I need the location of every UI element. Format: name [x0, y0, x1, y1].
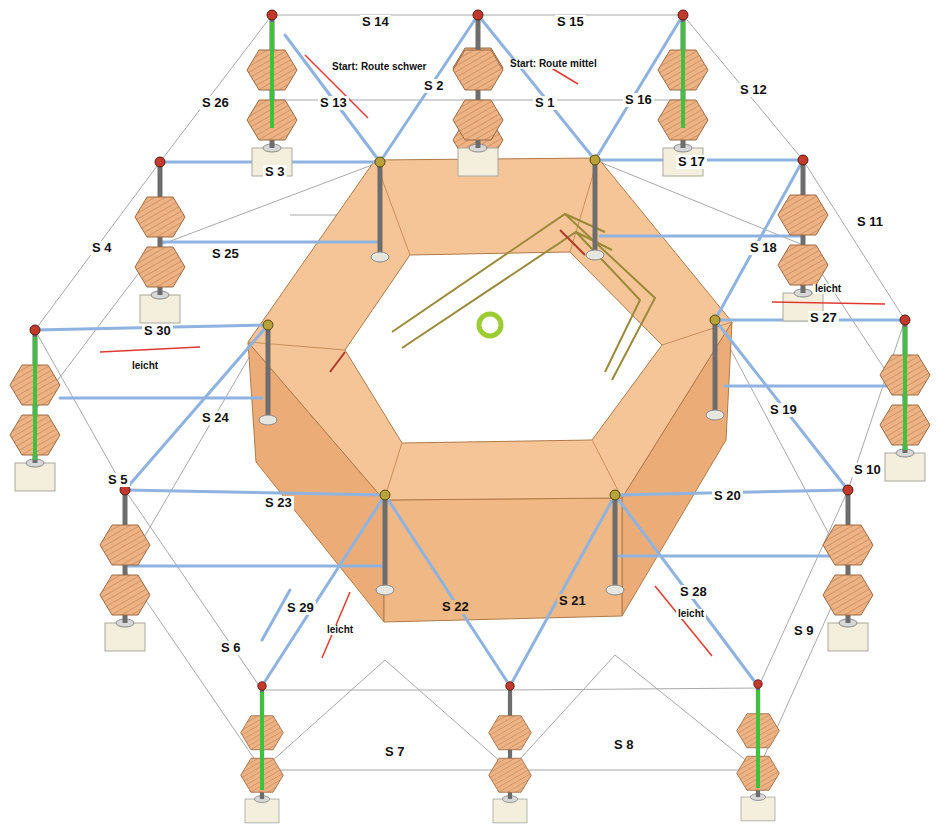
section-number: S 12 [738, 83, 769, 97]
section-number: S 5 [106, 473, 130, 487]
section-number: S 15 [555, 15, 586, 29]
section-number: S 1 [533, 96, 557, 110]
section-number: S 26 [200, 96, 231, 110]
difficulty-note: leicht [325, 625, 355, 636]
section-number: S 13 [318, 96, 349, 110]
section-number: S 28 [678, 585, 709, 599]
outer-poles [10, 10, 930, 823]
section-number: S 24 [200, 411, 231, 425]
section-number: S 6 [219, 641, 243, 655]
section-number: S 22 [440, 600, 471, 614]
section-number: S 11 [855, 215, 885, 229]
section-number: S 27 [808, 311, 839, 325]
section-number: S 18 [748, 241, 779, 255]
section-number: S 25 [210, 247, 241, 261]
section-number: S 30 [142, 324, 173, 338]
section-number: S 17 [676, 155, 707, 169]
route-start-note: Start: Route schwer [330, 62, 428, 73]
section-number: S 21 [557, 594, 588, 608]
section-number: S 2 [422, 79, 446, 93]
section-number: S 23 [263, 496, 294, 510]
route-arrows [100, 55, 885, 658]
difficulty-note: leicht [813, 284, 843, 295]
section-number: S 8 [612, 738, 636, 752]
section-number: S 29 [285, 601, 316, 615]
route-start-note: Start: Route mittel [508, 59, 599, 70]
center-ring [479, 314, 501, 336]
section-number: S 20 [712, 489, 743, 503]
section-number: S 4 [90, 241, 114, 255]
section-number: S 19 [768, 403, 799, 417]
section-number: S 7 [383, 745, 407, 759]
section-number: S 10 [852, 463, 883, 477]
difficulty-note: leicht [130, 361, 160, 372]
difficulty-note: leicht [676, 609, 706, 620]
route-markers [35, 22, 905, 790]
section-number: S 14 [360, 15, 391, 29]
section-number: S 3 [263, 165, 287, 179]
section-number: S 9 [792, 624, 816, 638]
section-number: S 16 [623, 93, 654, 107]
